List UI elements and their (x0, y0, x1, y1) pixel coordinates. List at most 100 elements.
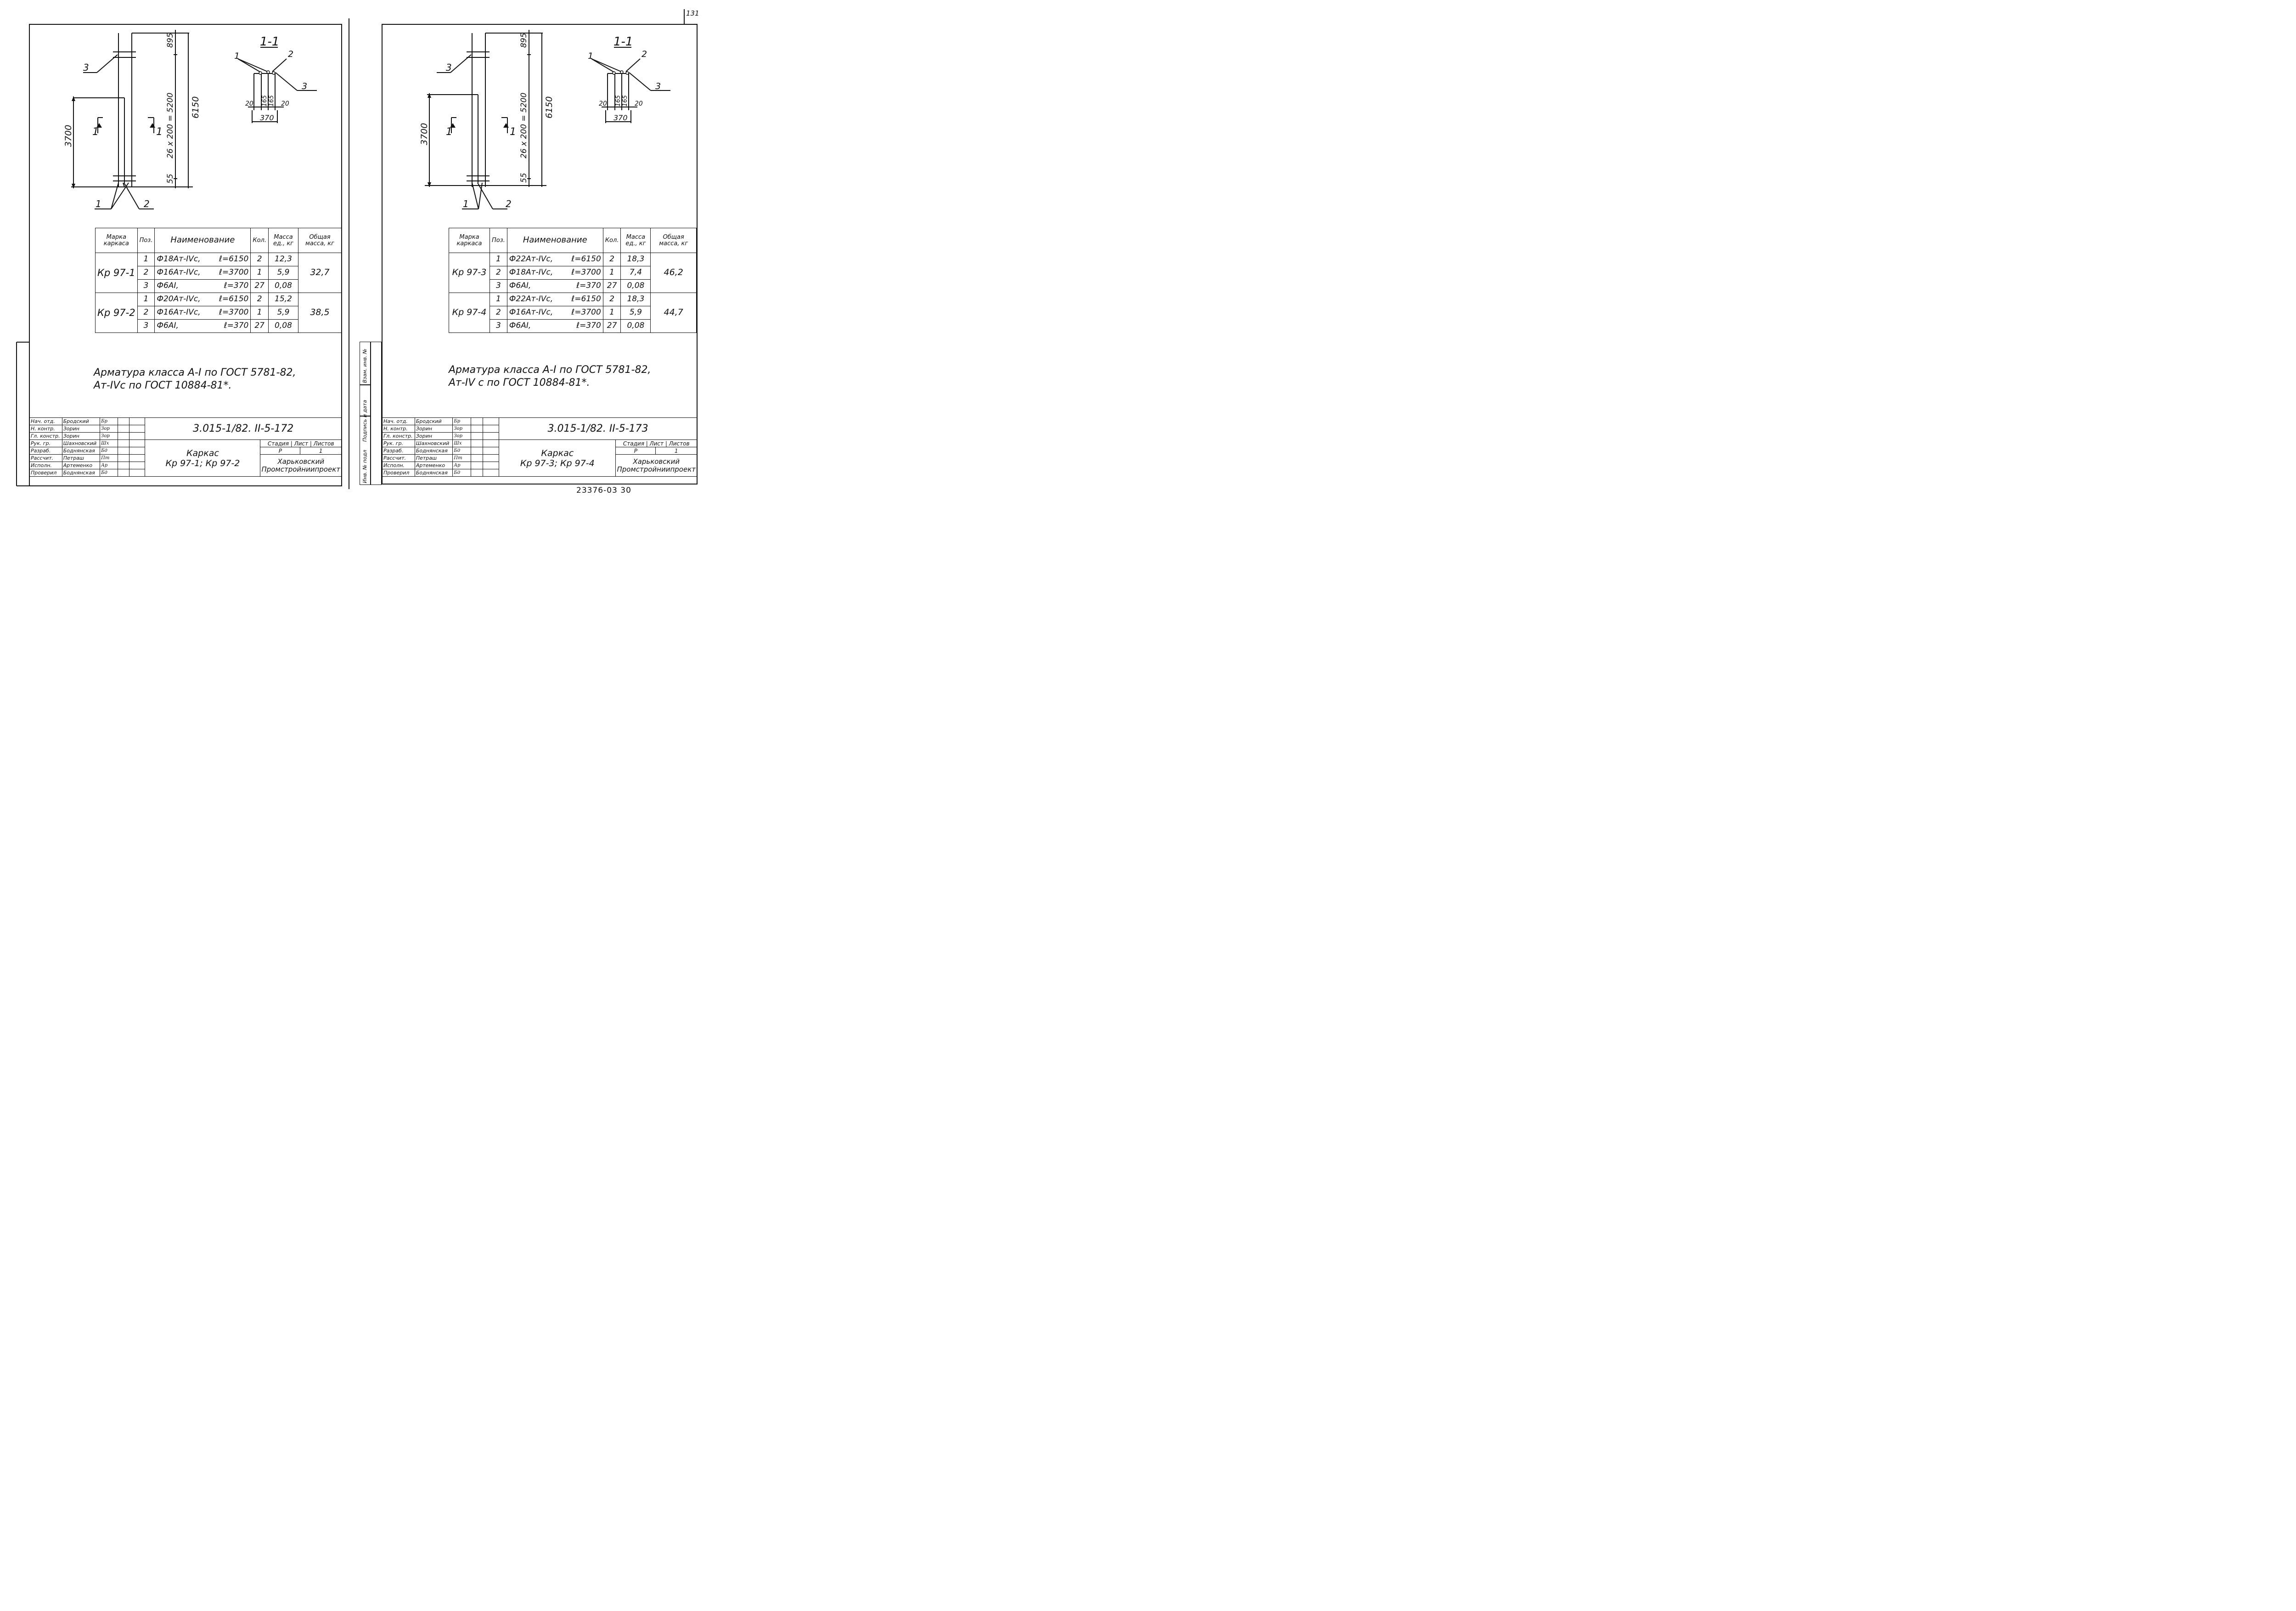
sec-dim-165a: 165 (261, 95, 268, 107)
section-mark-left: 1 (92, 126, 99, 138)
col-mark: Марка каркаса (449, 228, 490, 253)
tb-signature: Шх (100, 439, 118, 447)
dim-bottom: 55 (166, 174, 175, 184)
document-code: 3.015-1/82. II-5-173 (499, 417, 697, 440)
tb-signature: Шх (452, 439, 472, 447)
row-name: Ф20Ат-IVс, ℓ=6150 (154, 293, 251, 306)
dim-height: 3700 (419, 123, 429, 145)
row-mass: 0,08 (620, 319, 651, 333)
row-name: Ф6АI, ℓ=370 (506, 319, 603, 333)
row-qty: 27 (250, 319, 269, 333)
row-pos: 3 (137, 319, 155, 333)
row-name: Ф16Ат-IVс, ℓ=3700 (154, 266, 251, 280)
tb-name: Бродский (414, 417, 453, 425)
tb-signature: Ар (452, 462, 472, 469)
row-name: Ф6АI, ℓ=370 (154, 279, 251, 293)
stage-value: Р (260, 447, 301, 455)
group-mark: Кр 97-3 (449, 253, 490, 293)
col-total: Общая масса, кг (650, 228, 697, 253)
note-line: Арматура класса А-I по ГОСТ 5781-82, (94, 367, 296, 378)
tb-role: Гл. констр. (382, 432, 415, 440)
sec-dim-20a: 20 (599, 100, 607, 107)
tb-name: Боднянская (414, 469, 453, 477)
row-name: Ф18Ат-IVс, ℓ=3700 (506, 266, 603, 280)
tb-role: Рассчит. (29, 454, 62, 462)
row-mass: 5,9 (620, 306, 651, 320)
row-name: Ф16Ат-IVс, ℓ=3700 (506, 306, 603, 320)
row-mass: 5,9 (268, 266, 298, 280)
tb-signature: Зор (452, 425, 472, 433)
note-line: Ат-IVс по ГОСТ 10884-81*. (94, 379, 232, 391)
sec-label-1: 1 (588, 51, 593, 61)
tb-name: Петраш (414, 454, 453, 462)
row-pos: 3 (490, 279, 507, 293)
row-pos: 2 (490, 266, 507, 280)
col-name: Наименование (506, 228, 603, 253)
row-pos: 1 (490, 253, 507, 266)
group-total: 44,7 (650, 293, 697, 333)
stage-sheet-header: Стадия | Лист | Листов (260, 439, 342, 447)
row-mass: 18,3 (620, 293, 651, 306)
section-mark-left: 1 (446, 126, 452, 138)
row-name: Ф18Ат-IVс, ℓ=6150 (154, 253, 251, 266)
tb-role: Разраб. (29, 447, 62, 455)
row-qty: 2 (250, 293, 269, 306)
reinforcement-note: Арматура класса А-I по ГОСТ 5781-82, Ат-… (94, 366, 296, 392)
row-pos: 3 (490, 319, 507, 333)
sec-label-2: 2 (288, 49, 293, 59)
sec-label-3: 3 (302, 81, 307, 91)
section-mark-right: 1 (156, 126, 163, 138)
row-qty: 2 (602, 253, 621, 266)
note-line: Ат-IV с по ГОСТ 10884-81*. (449, 377, 590, 389)
row-pos: 3 (137, 279, 155, 293)
tb-name: Боднянская (414, 447, 453, 455)
spec-table: Марка каркаса Поз. Наименование Кол. Мас… (95, 228, 342, 333)
tb-role: Рук. гр. (382, 439, 415, 447)
label-pos-2: 2 (506, 198, 512, 209)
sec-dim-20b: 20 (281, 100, 289, 107)
tb-name: Шахновский (414, 439, 453, 447)
sec-dim-165b: 165 (268, 95, 275, 107)
sheet-left-drawing: 895 26 x 200 = 5200 6150 3700 55 3 1 2 1… (16, 9, 685, 489)
row-mass: 12,3 (268, 253, 298, 266)
col-pos: Поз. (490, 228, 507, 253)
label-pos-1: 1 (463, 198, 469, 209)
tb-role: Рук. гр. (29, 439, 62, 447)
row-pos: 1 (137, 253, 155, 266)
label-pos-2: 2 (144, 198, 150, 209)
label-pos-1: 1 (96, 198, 101, 209)
tb-name: Зорин (414, 432, 453, 440)
tb-role: Разраб. (382, 447, 415, 455)
stage-sheet-header: Стадия | Лист | Листов (615, 439, 697, 447)
sheet-left-frame (29, 24, 342, 486)
tb-role: Исполн. (29, 462, 62, 469)
col-total: Общая масса, кг (298, 228, 342, 253)
row-qty: 27 (250, 279, 269, 293)
dim-bottom: 55 (519, 173, 529, 183)
dim-total: 6150 (544, 96, 554, 118)
section-title: 1-1 (260, 35, 279, 49)
col-mark: Марка каркаса (95, 228, 138, 253)
dim-total: 6150 (191, 96, 201, 118)
tb-signature: Бд (452, 469, 472, 477)
tb-signature: Зор (100, 425, 118, 433)
tb-role: Гл. констр. (29, 432, 62, 440)
section-title: 1-1 (613, 35, 633, 49)
row-mass: 15,2 (268, 293, 298, 306)
row-name: Ф22Ат-IVс, ℓ=6150 (506, 293, 603, 306)
row-pos: 2 (137, 266, 155, 280)
group-mark: Кр 97-1 (95, 253, 138, 293)
row-name: Ф6АI, ℓ=370 (506, 279, 603, 293)
tb-signature: Зор (100, 432, 118, 440)
side-strip (360, 342, 382, 485)
strip-inv-podl: Инв. № подл (362, 450, 368, 483)
row-pos: 2 (490, 306, 507, 320)
sec-dim-165a: 165 (615, 95, 622, 107)
dim-height: 3700 (63, 125, 73, 147)
group-total: 38,5 (298, 293, 342, 333)
note-line: Арматура класса А-I по ГОСТ 5781-82, (449, 364, 651, 376)
tb-signature: Зор (452, 432, 472, 440)
sec-width: 370 (613, 113, 628, 122)
col-name: Наименование (154, 228, 251, 253)
tb-role: Н. контр. (29, 425, 62, 433)
